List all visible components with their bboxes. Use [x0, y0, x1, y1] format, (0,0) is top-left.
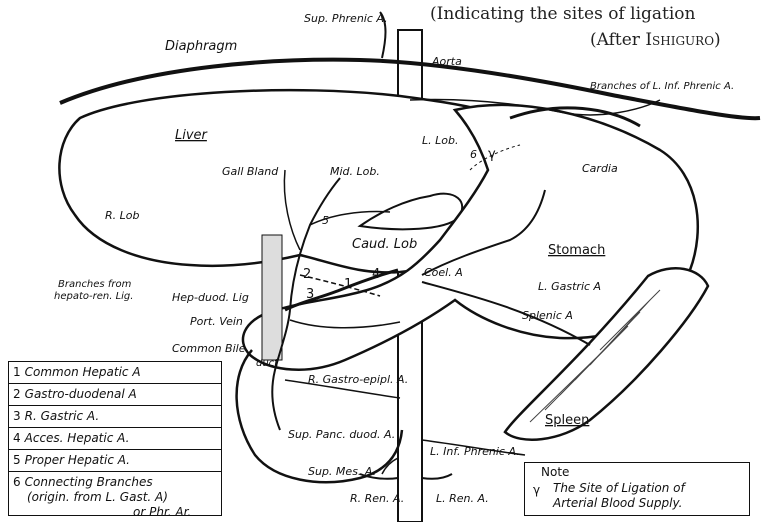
figure-caption: (Indicating the sites of ligation	[430, 4, 695, 24]
label-diaphragm: Diaphragm	[165, 39, 237, 54]
label-2: 2	[303, 267, 311, 282]
label-common-bile: Common Bile	[172, 342, 246, 355]
key-text: Common Hepatic A	[25, 365, 141, 379]
key-row-4: 4 Acces. Hepatic A.	[9, 428, 221, 450]
figure-attribution: (After Ishiguro)	[590, 30, 721, 50]
key-text-line2: (origin. from L. Gast. A)	[13, 490, 168, 504]
key-row-5: 5 Proper Hepatic A.	[9, 450, 221, 472]
key-num: 1	[13, 365, 21, 379]
label-gall-bland: Gall Bland	[222, 165, 279, 178]
label-sup-panc-duod-a: Sup. Panc. duod. A.	[288, 428, 395, 441]
artery-key: 1 Common Hepatic A 2 Gastro-duodenal A 3 R.…	[8, 361, 222, 516]
key-num: 2	[13, 387, 21, 401]
key-text: Gastro-duodenal A	[25, 387, 137, 401]
key-num: 6	[13, 475, 21, 489]
key-text-line3: or Phr. Ar.	[13, 505, 191, 519]
label-coel-a: Coel. A	[424, 266, 463, 279]
key-row-2: 2 Gastro-duodenal A	[9, 384, 221, 406]
key-row-1: 1 Common Hepatic A	[9, 362, 221, 384]
label-r-ren-a: R. Ren. A.	[350, 492, 404, 505]
ligation-marker-6: γ	[488, 147, 496, 162]
note-box: Note γ The Site of Ligation of Arterial …	[524, 462, 750, 516]
label-duct: duct	[256, 358, 279, 369]
label-branches-hepato-ren-1: Branches from	[58, 279, 132, 290]
label-inf-phrenic-a: L. Inf. Phrenic A.	[430, 445, 520, 458]
label-splenic-a: Splenic A	[522, 309, 573, 322]
attribution-prefix: (After	[590, 30, 640, 50]
key-text: R. Gastric A.	[25, 409, 100, 423]
label-aorta: Aorta	[431, 55, 462, 68]
hep-duod-lig-column	[262, 235, 282, 360]
label-r-gastro-epipl-a: R. Gastro-epipl. A.	[308, 373, 408, 386]
label-4: 4	[372, 267, 380, 282]
label-mid-lob: Mid. Lob.	[330, 165, 380, 178]
label-l-lob: L. Lob.	[422, 134, 458, 147]
key-num: 4	[13, 431, 21, 445]
attribution-suffix: )	[714, 30, 721, 50]
note-title: Note	[541, 465, 569, 479]
duodenum-outline	[237, 350, 402, 482]
key-num: 3	[13, 409, 21, 423]
label-1: 1	[344, 277, 352, 292]
attribution-name: Ishiguro	[645, 30, 714, 50]
key-num: 5	[13, 453, 21, 467]
l-renal-artery	[422, 474, 452, 479]
key-text: Acces. Hepatic A.	[25, 431, 130, 445]
label-port-vein: Port. Vein	[190, 315, 243, 328]
label-branches-hepato-ren-2: hepato-ren. Lig.	[54, 291, 133, 302]
note-line-2: Arterial Blood Supply.	[553, 496, 682, 510]
label-sup-mes-a: Sup. Mes. A.	[308, 465, 376, 478]
label-stomach: Stomach	[548, 243, 605, 258]
label-l-gastric-a: L. Gastric A	[538, 280, 601, 293]
label-spleen: Spleen	[545, 413, 589, 428]
label-caud-lob: Caud. Lob	[352, 237, 417, 252]
label-branches-l-inf-phrenic: Branches of L. Inf. Phrenic A.	[590, 81, 734, 92]
key-text: Proper Hepatic A.	[25, 453, 130, 467]
key-text: Connecting Branches	[25, 475, 153, 489]
label-l-ren-a: L. Ren. A.	[436, 492, 489, 505]
label-r-lob: R. Lob	[105, 209, 139, 222]
note-text: The Site of Ligation of Arterial Blood S…	[553, 481, 685, 511]
label-liver: Liver	[175, 128, 209, 143]
note-line-1: The Site of Ligation of	[553, 481, 685, 495]
label-cardia: Cardia	[582, 162, 618, 175]
label-sup-phrenic: Sup. Phrenic A.	[304, 12, 388, 25]
ligation-symbol-icon: γ	[533, 483, 540, 497]
label-hep-duod-lig: Hep-duod. Lig	[172, 291, 249, 304]
key-row-3: 3 R. Gastric A.	[9, 406, 221, 428]
label-6: 6	[470, 148, 477, 161]
label-3: 3	[306, 287, 314, 302]
key-row-6: 6 Connecting Branches (origin. from L. Ga…	[9, 472, 221, 515]
label-5: 5	[322, 214, 329, 227]
